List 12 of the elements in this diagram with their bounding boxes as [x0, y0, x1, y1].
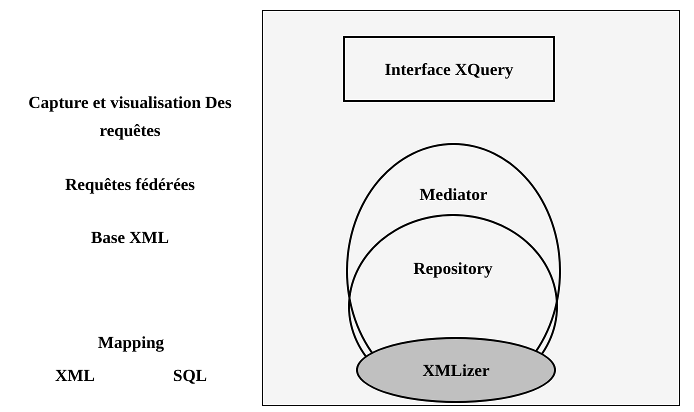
side-label: SQL — [172, 365, 208, 387]
side-label: Mapping — [96, 332, 166, 354]
side-label: Base XML — [90, 227, 170, 249]
node-label: Interface XQuery — [384, 60, 514, 80]
side-label: Capture et visualisation Des requêtes — [27, 92, 233, 142]
side-label: XML — [54, 365, 96, 387]
panel-background — [262, 10, 680, 406]
node-label: XMLizer — [421, 361, 491, 381]
process-box — [343, 36, 555, 102]
node-label: Repository — [412, 259, 494, 279]
side-label: Requêtes fédérées — [64, 174, 196, 196]
node-label: Mediator — [418, 185, 488, 205]
